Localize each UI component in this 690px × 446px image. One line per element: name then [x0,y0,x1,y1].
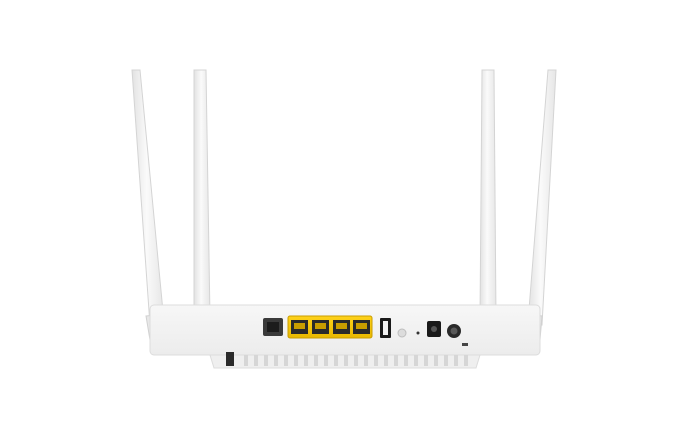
usb-port [380,318,391,338]
antenna-inner-right [477,69,499,337]
vent-slot [374,355,378,366]
side-port [462,343,468,346]
vent-slot [274,355,278,366]
ethernet-port-3 [333,320,350,334]
vent-slot [444,355,448,366]
indicator-dot [416,331,420,335]
vent-slot [324,355,328,366]
vent-slot [434,355,438,366]
vent-slot [414,355,418,366]
vent-slot [394,355,398,366]
vent-slot [404,355,408,366]
antenna-inner-left [191,69,213,337]
vent-slot [344,355,348,366]
vent-slot [264,355,268,366]
ethernet-port-4 [353,320,370,334]
vent-slot [304,355,308,366]
vent-slot [454,355,458,366]
vent-slot [254,355,258,366]
ethernet-port-1 [291,320,308,334]
power-switch [447,324,461,338]
antenna-outer-right [519,69,557,341]
vent-slot [354,355,358,366]
power-dc-jack [427,321,441,337]
vent-slot [314,355,318,366]
ethernet-port-2 [312,320,329,334]
vent-slot [334,355,338,366]
vent-slot [294,355,298,366]
reset-button [397,328,407,338]
phone-jack-port [263,318,283,336]
ethernet-port-block [287,315,373,339]
vent-slot [424,355,428,366]
vent-slots [244,355,468,366]
vent-slot [364,355,368,366]
vent-slot [384,355,388,366]
vent-slot [244,355,248,366]
vent-slot [284,355,288,366]
side-tab [226,352,234,366]
vent-slot [464,355,468,366]
antenna-outer-left [131,69,171,341]
